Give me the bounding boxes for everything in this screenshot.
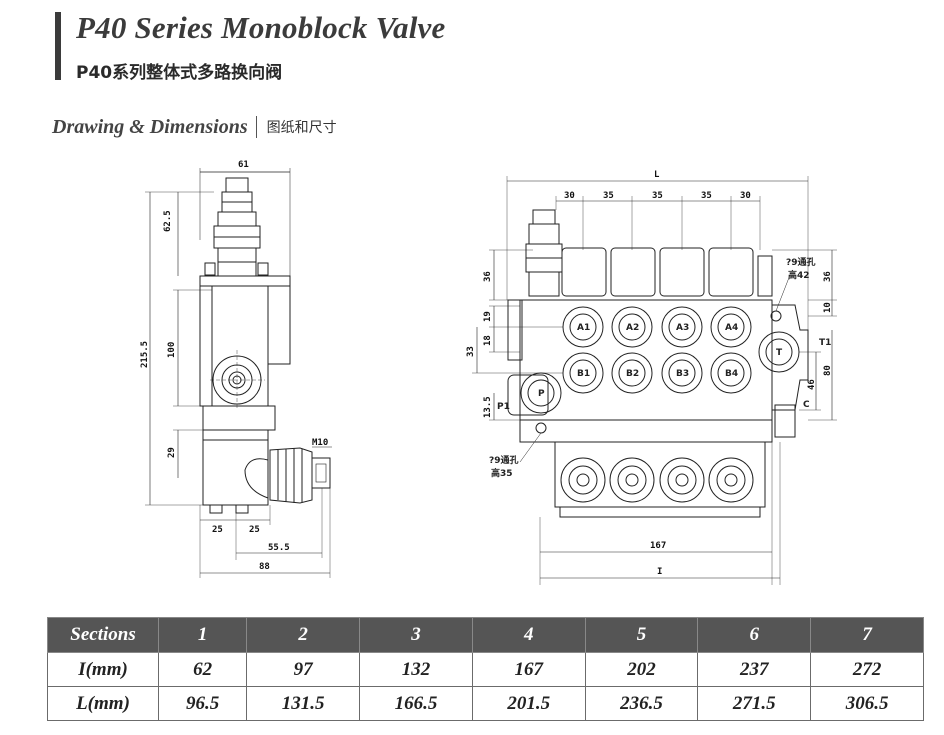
table-row-label: I(mm) [47, 652, 159, 687]
table-cell: 167 [471, 652, 586, 687]
dim-bottom-167: 167 [650, 541, 666, 551]
title-accent-bar [55, 12, 61, 80]
page-subtitle: P40系列整体式多路换向阀 [76, 63, 283, 83]
dim-pitch-30b: 30 [740, 191, 751, 201]
port-b4-label: B4 [725, 369, 738, 379]
table-cell: 96.5 [157, 686, 248, 721]
table-cell: 201.5 [471, 686, 586, 721]
port-b1-label: B1 [577, 369, 590, 379]
dim-pitch-35b: 35 [652, 191, 663, 201]
dim-top-height: 62.5 [163, 210, 173, 232]
port-b3-label: B3 [676, 369, 689, 379]
table-row-label: L(mm) [47, 686, 159, 721]
dim-bottom-25a: 25 [212, 525, 223, 535]
sections-table: Sections 1 2 3 4 5 6 7 I(mm) 62 97 132 1… [47, 617, 924, 721]
front-view-drawing [472, 176, 837, 585]
dim-lower-height: 29 [167, 447, 177, 458]
port-t-label: T [776, 348, 783, 358]
table-cell: 272 [810, 652, 924, 687]
table-header-row: Sections 1 2 3 4 5 6 7 [47, 617, 924, 653]
table-header-cell: 2 [246, 617, 361, 653]
table-header-cell: 5 [584, 617, 699, 653]
dim-top-width: 61 [238, 160, 249, 170]
table-header-cell: 3 [359, 617, 473, 653]
section-heading: Drawing & Dimensions 图纸和尺寸 [52, 115, 337, 139]
dim-overall-L: L [654, 170, 660, 180]
port-c-label: C [803, 400, 810, 410]
page-title: P40 Series Monoblock Valve [76, 10, 446, 45]
dim-right-46: 46 [807, 379, 817, 390]
dim-total-height: 215.5 [140, 341, 150, 368]
port-a3-label: A3 [676, 323, 689, 333]
dim-mid-height: 100 [167, 342, 177, 358]
port-p-label: P [538, 389, 545, 399]
dim-pitch-35c: 35 [701, 191, 712, 201]
dim-left-19: 19 [483, 311, 493, 322]
table-cell: 237 [697, 652, 812, 687]
dim-pitch-30a: 30 [564, 191, 575, 201]
dim-left-36: 36 [483, 271, 493, 282]
section-divider [255, 116, 257, 138]
table-cell: 166.5 [359, 686, 473, 721]
dim-right-10: 10 [823, 302, 833, 313]
port-b2-label: B2 [626, 369, 639, 379]
dim-right-80: 80 [823, 365, 833, 376]
dim-left-13-5: 13.5 [483, 396, 493, 418]
dim-total-width: 88 [259, 562, 270, 572]
dim-offset-55: 55.5 [268, 543, 290, 553]
table-header-cell: 4 [471, 617, 586, 653]
table-header-cell: 1 [157, 617, 248, 653]
hole-bottom-label: ?9通孔 [489, 454, 518, 466]
dim-left-33: 33 [466, 346, 476, 357]
port-p1-label: P1 [497, 402, 510, 412]
dim-bottom-25b: 25 [249, 525, 260, 535]
table-cell: 236.5 [584, 686, 699, 721]
table-header-cell: 7 [810, 617, 924, 653]
hole-bottom-height: 高35 [491, 467, 513, 479]
table-row: L(mm) 96.5 131.5 166.5 201.5 236.5 271.5… [47, 686, 924, 721]
technical-drawing: 61 62.5 215.5 100 29 25 25 55.5 88 M10 [140, 160, 837, 585]
hole-top-label: ?9通孔 [786, 256, 815, 268]
table-cell: 132 [359, 652, 473, 687]
table-cell: 271.5 [697, 686, 812, 721]
table-cell: 62 [157, 652, 248, 687]
dim-bottom-I: I [657, 567, 662, 577]
table-cell: 97 [246, 652, 361, 687]
section-title-en: Drawing & Dimensions [52, 115, 248, 138]
side-view-drawing [145, 168, 332, 578]
hole-top-height: 高42 [788, 269, 810, 281]
table-cell: 202 [584, 652, 699, 687]
port-a1-label: A1 [577, 323, 590, 333]
table-row: I(mm) 62 97 132 167 202 237 272 [47, 652, 924, 687]
port-a2-label: A2 [626, 323, 639, 333]
section-title-cn: 图纸和尺寸 [266, 120, 337, 136]
dim-right-36: 36 [823, 271, 833, 282]
table-cell: 306.5 [810, 686, 924, 721]
table-header-cell: 6 [697, 617, 812, 653]
dim-thread: M10 [312, 438, 328, 448]
port-t1-label: T1 [819, 338, 831, 348]
table-cell: 131.5 [246, 686, 361, 721]
dim-left-18: 18 [483, 335, 493, 346]
table-header-cell: Sections [47, 617, 159, 653]
dim-pitch-35a: 35 [603, 191, 614, 201]
port-a4-label: A4 [725, 323, 738, 333]
